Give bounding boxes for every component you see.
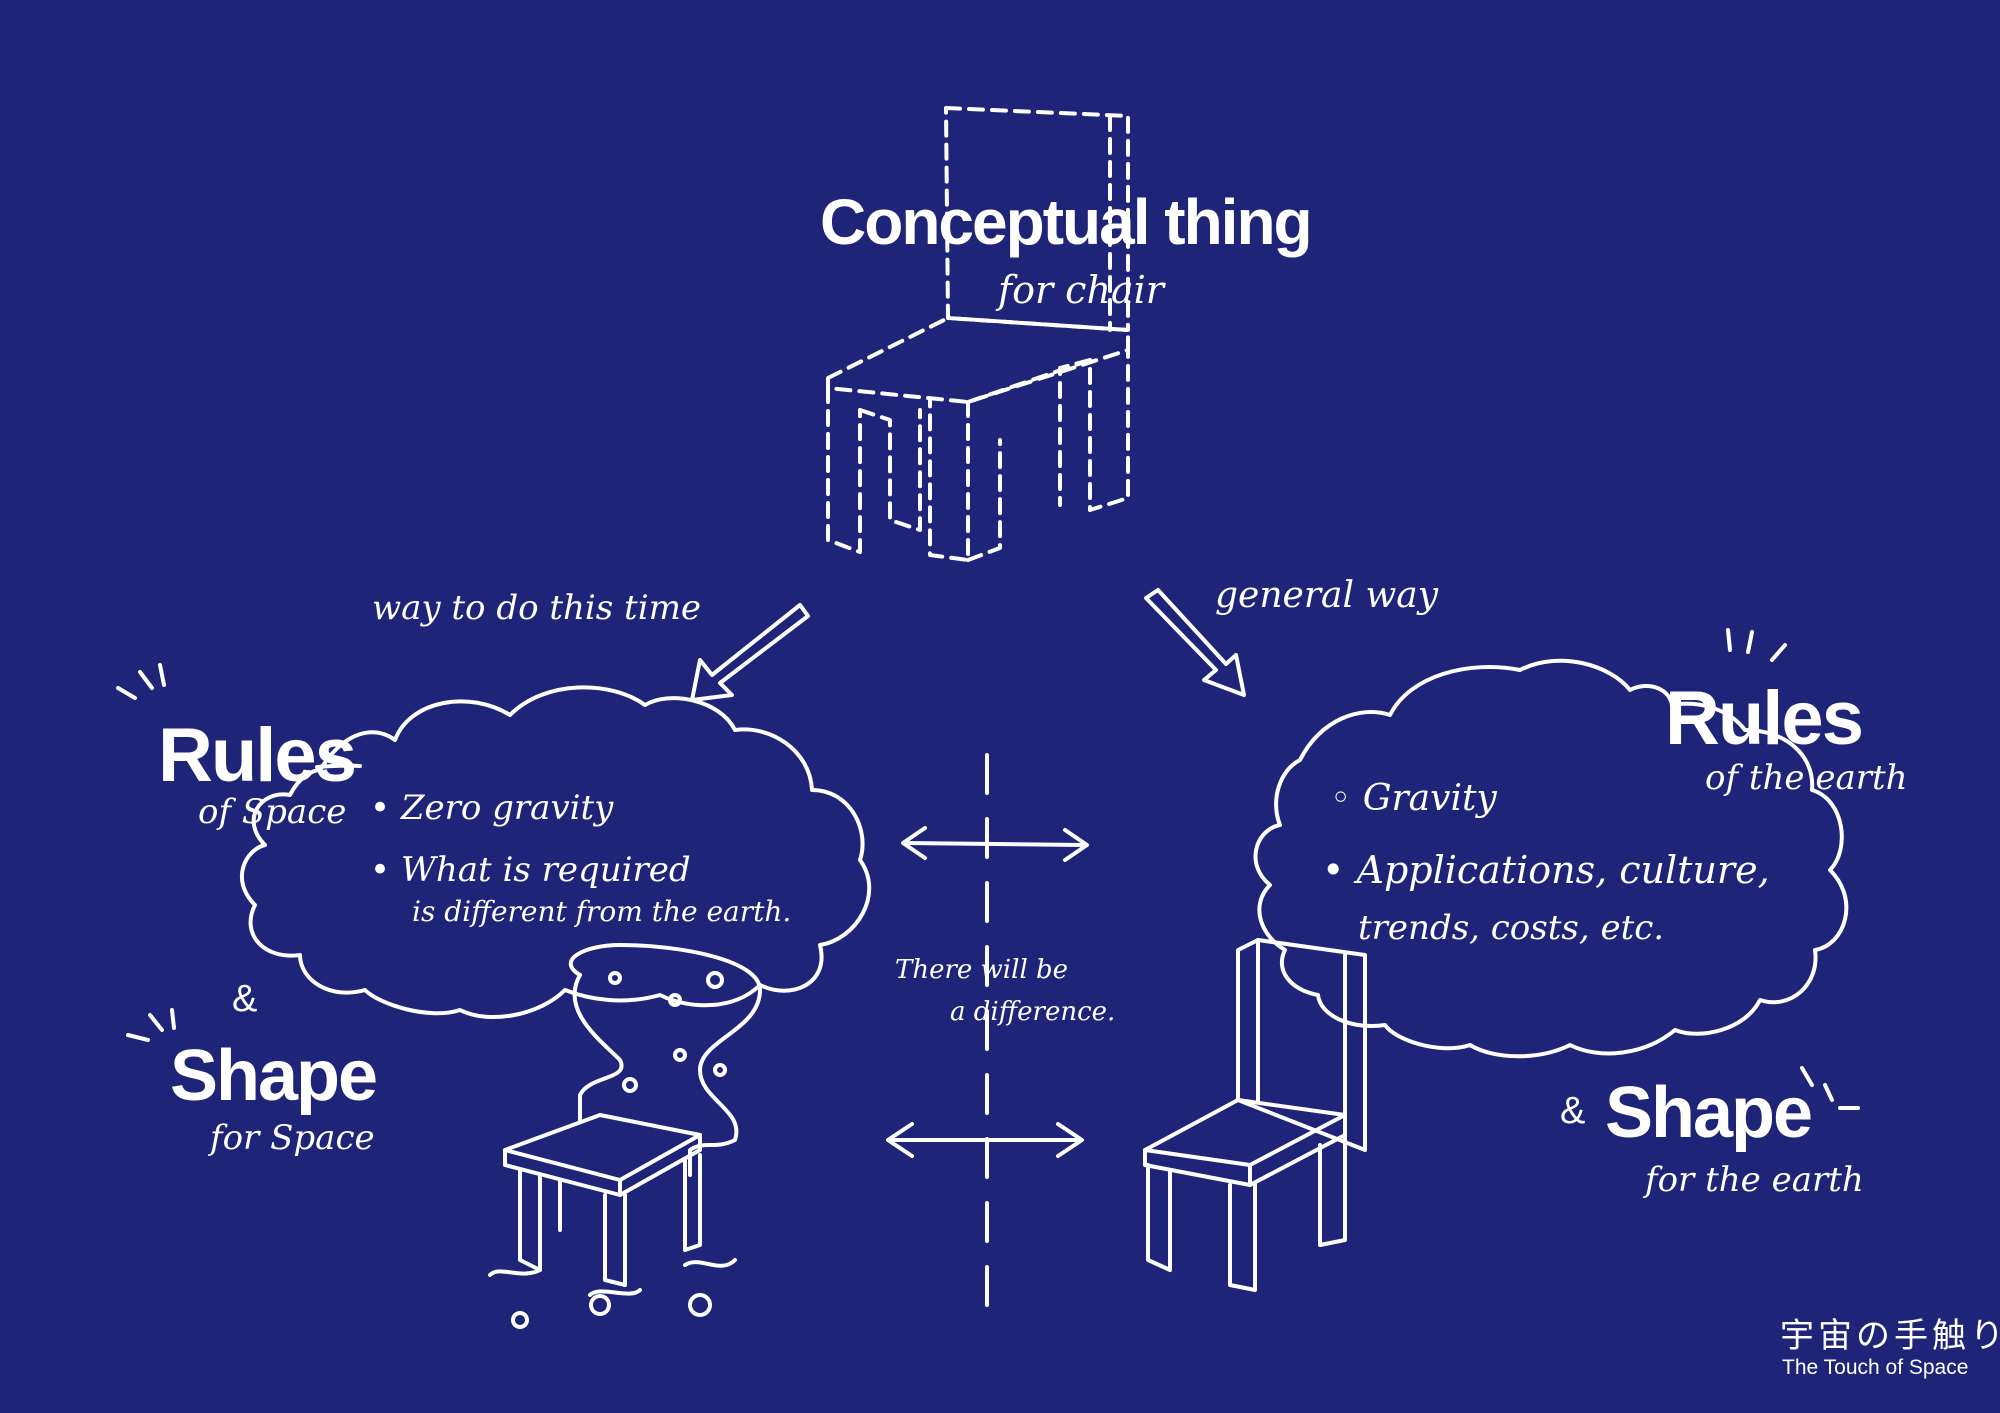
right-bullet-2-cont: trends, costs, etc. bbox=[1358, 908, 1665, 948]
left-shape-title: Shape bbox=[170, 1036, 378, 1116]
earth-chair-icon bbox=[1143, 938, 1367, 1292]
right-bullet-1: ◦ Gravity bbox=[1330, 778, 1497, 819]
right-rules-subtitle: of the earth bbox=[1705, 758, 1908, 798]
arrow-left-icon bbox=[690, 603, 810, 702]
space-chair-icon bbox=[488, 943, 762, 1329]
double-arrow-top-icon bbox=[901, 826, 1089, 862]
concept-title: Conceptual thing bbox=[820, 186, 1313, 258]
left-rules-subtitle: of Space bbox=[198, 792, 347, 832]
left-bullet-1: • Zero gravity bbox=[370, 788, 614, 828]
logo-english: The Touch of Space bbox=[1782, 1356, 1969, 1379]
left-bullet-2: • What is required bbox=[370, 850, 691, 890]
conceptual-chair-icon bbox=[826, 106, 1130, 562]
left-bullet-2-cont: is different from the earth. bbox=[412, 895, 792, 928]
concept-subtitle: for chair bbox=[998, 268, 1164, 312]
right-bullet-2: • Applications, culture, bbox=[1322, 848, 1770, 892]
left-rules-title: Rules bbox=[158, 713, 357, 798]
right-shape-title: Shape bbox=[1605, 1073, 1813, 1153]
right-arrow-label: general way bbox=[1215, 575, 1439, 616]
right-thought-cloud bbox=[1253, 658, 1849, 1059]
left-amp: & bbox=[232, 978, 258, 1020]
left-shape-subtitle: for Space bbox=[210, 1118, 375, 1158]
left-rules-connector bbox=[315, 763, 362, 769]
logo-japanese: 宇宙の手触り bbox=[1780, 1317, 2000, 1355]
left-arrow-label: way to do this time bbox=[372, 588, 701, 628]
right-amp: & bbox=[1560, 1090, 1586, 1132]
double-arrow-bottom-icon bbox=[886, 1122, 1084, 1158]
center-note-line2: a difference. bbox=[950, 997, 1116, 1027]
right-shape-subtitle: for the earth bbox=[1645, 1160, 1864, 1200]
emphasis-ticks bbox=[116, 628, 1860, 1110]
right-rules-title: Rules bbox=[1665, 676, 1864, 761]
arrow-right-icon bbox=[1144, 588, 1246, 697]
center-note-line1: There will be bbox=[895, 955, 1069, 985]
